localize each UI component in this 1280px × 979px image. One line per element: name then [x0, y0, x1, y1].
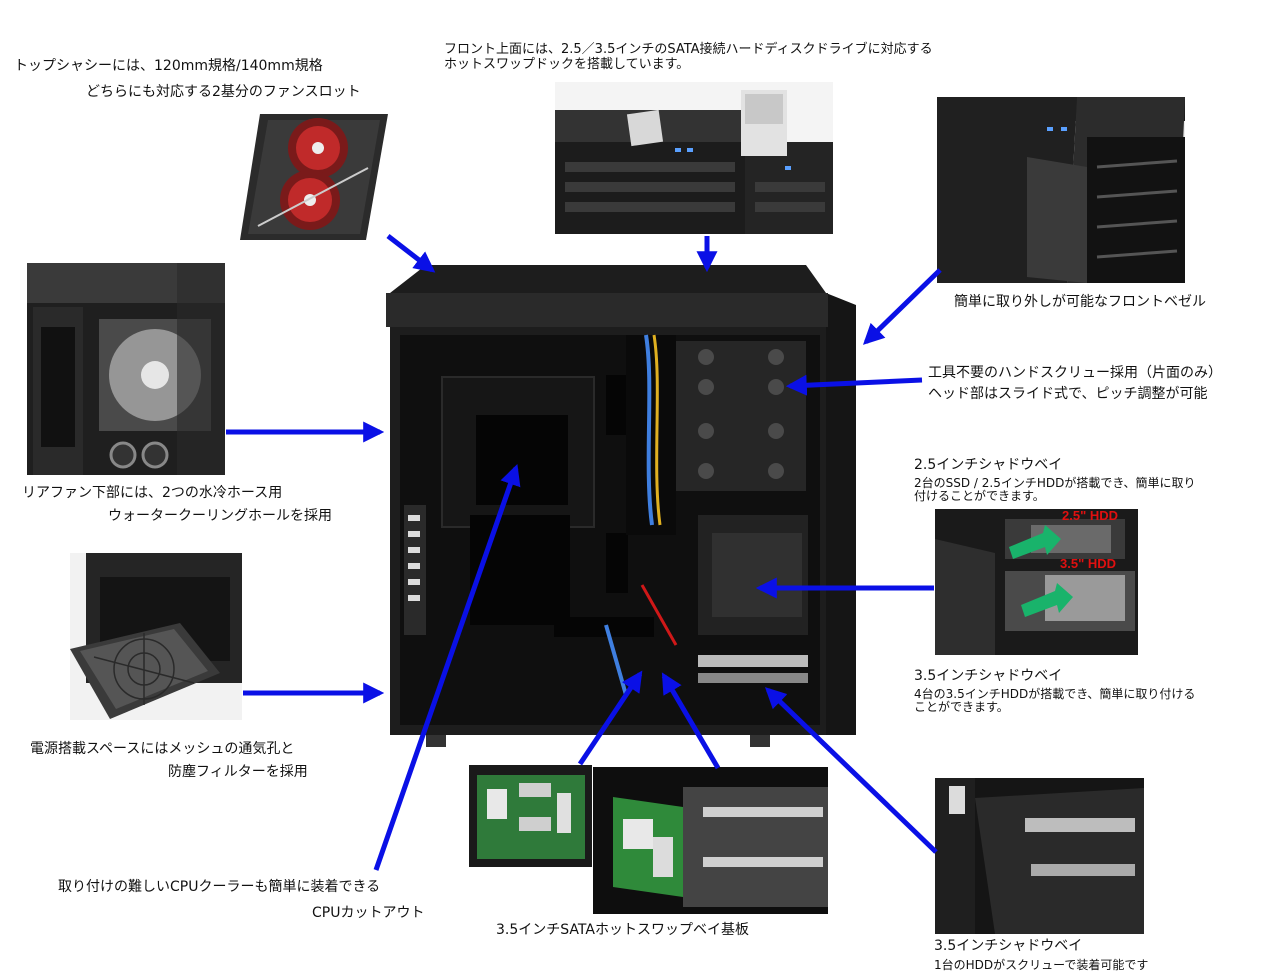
rear-fan-photo — [27, 263, 225, 475]
ssd-bay-desc-line1: 2台のSSD / 2.5インチHDDが搭載でき、簡単に取り — [914, 476, 1196, 490]
top-fan-tray-photo — [238, 108, 390, 242]
hotswap-label-line2: ホットスワップドックを搭載しています。 — [444, 57, 690, 72]
sata-board-label: 3.5インチSATAホットスワップベイ基板 — [496, 922, 749, 938]
cpu-label-line1: 取り付けの難しいCPUクーラーも簡単に装着できる — [58, 879, 381, 895]
top-fan-label-line2: どちらにも対応する2基分のファンスロット — [86, 84, 361, 100]
bezel-label: 簡単に取り外しが可能なフロントベゼル — [954, 294, 1206, 310]
screw-label-line1: 工具不要のハンドスクリュー採用（片面のみ） — [928, 365, 1222, 381]
sata-board-photo-left — [469, 765, 592, 867]
psu-label-line1: 電源搭載スペースにはメッシュの通気孔と — [30, 741, 295, 757]
hdd-3-5-tag: 3.5" HDD — [1060, 556, 1117, 571]
main-case-interior-photo — [386, 265, 862, 747]
front-bezel-photo — [937, 97, 1185, 283]
hotswap-label-line1: フロント上面には、2.5／3.5インチのSATA接続ハードディスクドライブに対応… — [444, 42, 933, 57]
rear-fan-label-line1: リアファン下部には、2つの水冷ホース用 — [22, 485, 283, 501]
rear-fan-label-line2: ウォータークーリングホールを採用 — [108, 508, 332, 524]
psu-filter-photo — [70, 553, 242, 720]
ssd-bay-photo — [935, 509, 1138, 655]
hdd-bay-desc-line1: 4台の3.5インチHDDが搭載でき、簡単に取り付ける — [914, 687, 1196, 701]
lower-bay-desc: 1台のHDDがスクリューで装着可能です — [934, 958, 1149, 972]
arrow-bezel — [862, 268, 942, 345]
psu-label-line2: 防塵フィルターを採用 — [168, 764, 308, 780]
ssd-bay-title: 2.5インチシャドウベイ — [914, 457, 1063, 473]
hdd-bay-desc-line2: ことができます。 — [914, 700, 1009, 714]
screw-label-line2: ヘッド部はスライド式で、ピッチ調整が可能 — [928, 386, 1208, 402]
lower-bay-title: 3.5インチシャドウベイ — [934, 938, 1083, 954]
hdd-bay-title: 3.5インチシャドウベイ — [914, 668, 1063, 684]
lower-hdd-bay-photo — [935, 778, 1144, 934]
cpu-label-line2: CPUカットアウト — [312, 905, 425, 921]
top-fan-label-line1: トップシャシーには、120mm規格/140mm規格 — [14, 58, 323, 74]
ssd-bay-desc-line2: 付けることができます。 — [914, 489, 1045, 503]
hdd-2-5-tag: 2.5" HDD — [1062, 508, 1119, 523]
hotswap-dock-photo — [555, 82, 833, 234]
sata-board-photo-right — [593, 767, 828, 914]
